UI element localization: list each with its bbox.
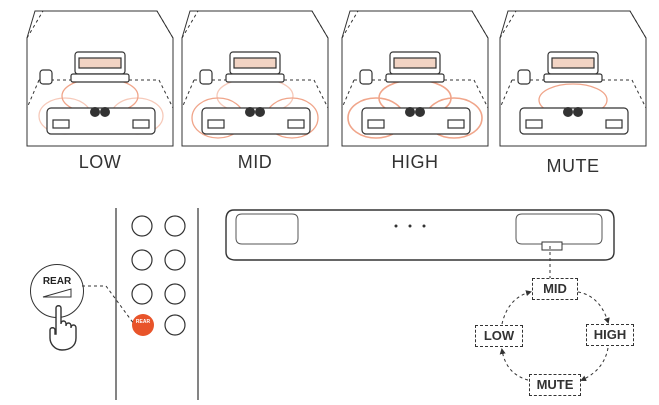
room-high xyxy=(340,8,490,152)
rear-button-label: REAR xyxy=(135,319,151,325)
room-high-illustration xyxy=(341,10,489,147)
room-low xyxy=(25,8,175,152)
mode-label-low: LOW xyxy=(78,152,122,172)
cycle-item-mid: MID xyxy=(532,278,578,300)
room-mute xyxy=(498,8,648,152)
mode-label-mid: MID xyxy=(237,152,273,172)
display-leader-line xyxy=(549,246,551,278)
remote-control xyxy=(110,208,200,400)
room-mid xyxy=(180,8,330,152)
rear-button[interactable]: REAR xyxy=(132,314,154,336)
cycle-item-high: HIGH xyxy=(586,324,634,346)
cycle-arrows xyxy=(499,290,610,382)
room-low-illustration xyxy=(26,10,174,147)
room-mid-illustration xyxy=(181,10,329,147)
cycle-item-low: LOW xyxy=(475,325,523,347)
room-mute-illustration xyxy=(499,10,647,147)
callout-connector xyxy=(82,285,135,325)
volume-ramp-icon xyxy=(42,288,72,298)
remote-button-grid xyxy=(115,208,199,400)
rear-callout-label: REAR xyxy=(42,276,72,287)
hand-pointer-icon xyxy=(49,305,77,351)
cycle-item-mute: MUTE xyxy=(529,374,581,396)
mode-label-mute: MUTE xyxy=(546,156,600,176)
mode-label-high: HIGH xyxy=(391,152,439,172)
soundbar xyxy=(225,209,615,261)
